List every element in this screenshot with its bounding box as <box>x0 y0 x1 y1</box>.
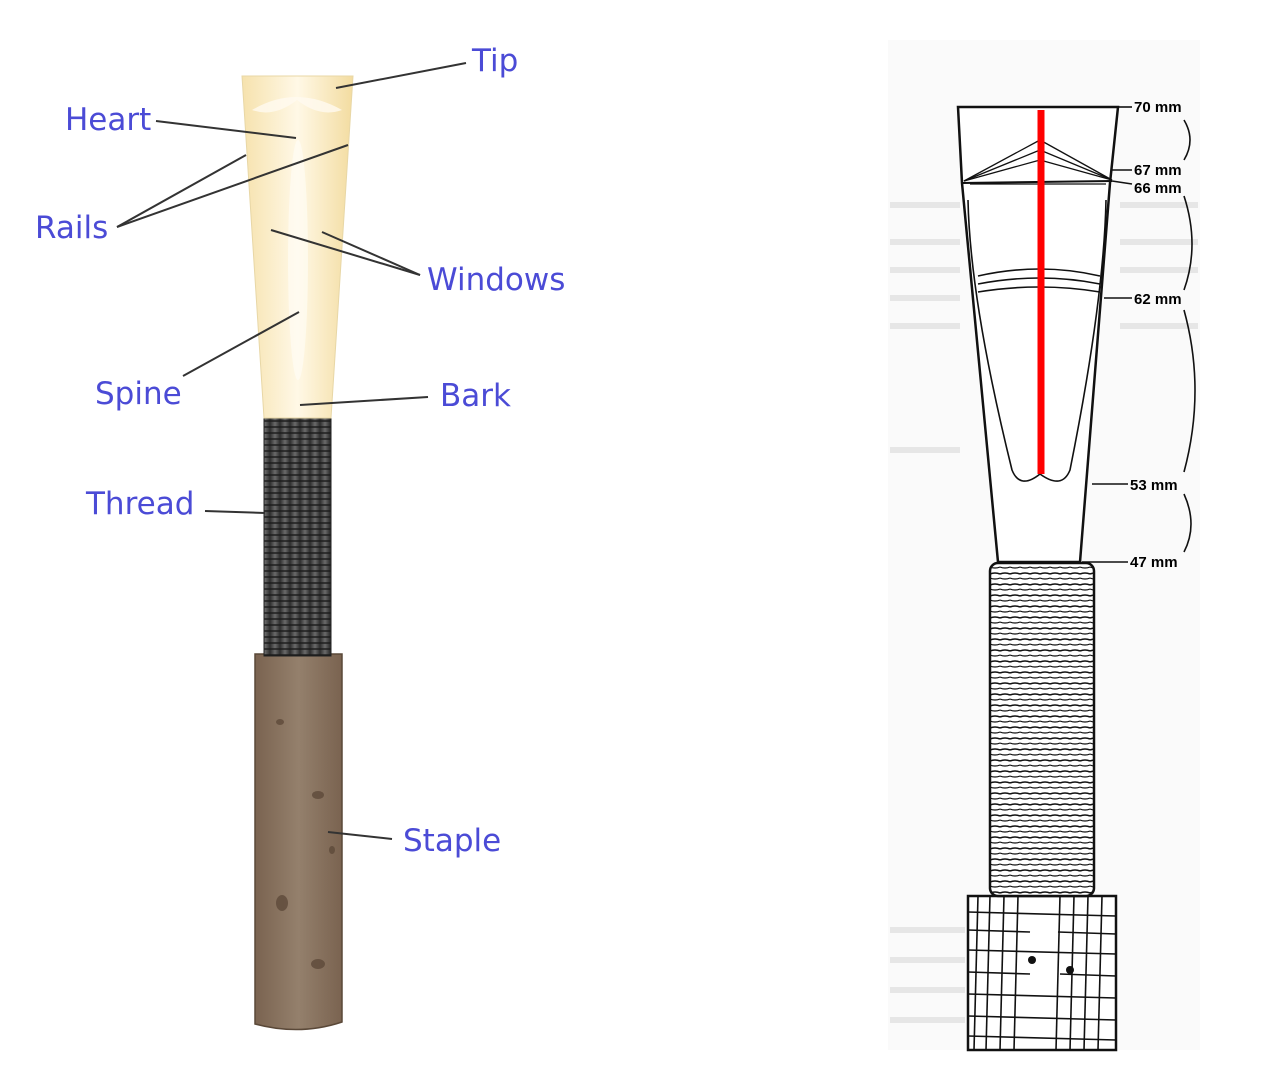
spine-highlight <box>288 140 308 380</box>
measure-66: 66 mm <box>1134 180 1182 197</box>
measured-reed-drawing: 70 mm 67 mm 66 mm 62 mm 53 mm 47 mm <box>888 40 1200 1052</box>
thread <box>263 417 332 657</box>
label-spine: Spine <box>95 376 182 412</box>
label-rails: Rails <box>35 210 108 246</box>
heart-shape <box>252 97 342 113</box>
label-bark: Bark <box>440 378 511 414</box>
drawn-thread <box>988 561 1096 898</box>
label-leaders <box>116 62 467 840</box>
drawn-staple <box>966 894 1118 1052</box>
label-tip: Tip <box>471 43 518 79</box>
label-thread: Thread <box>85 486 194 522</box>
label-windows: Windows <box>427 262 565 298</box>
measure-62: 62 mm <box>1134 291 1182 308</box>
label-staple: Staple <box>403 823 501 859</box>
measure-47: 47 mm <box>1130 554 1178 571</box>
measure-53: 53 mm <box>1130 477 1178 494</box>
measurement-ticks <box>1082 106 1196 563</box>
staple-spots <box>276 719 335 969</box>
measure-67: 67 mm <box>1134 162 1182 179</box>
heart-fan-lines <box>963 139 1113 185</box>
scan-background-texture <box>890 202 1198 1023</box>
staple <box>254 653 343 1031</box>
label-heart: Heart <box>65 102 151 138</box>
measure-70: 70 mm <box>1134 99 1182 116</box>
colored-reed <box>241 75 354 1031</box>
